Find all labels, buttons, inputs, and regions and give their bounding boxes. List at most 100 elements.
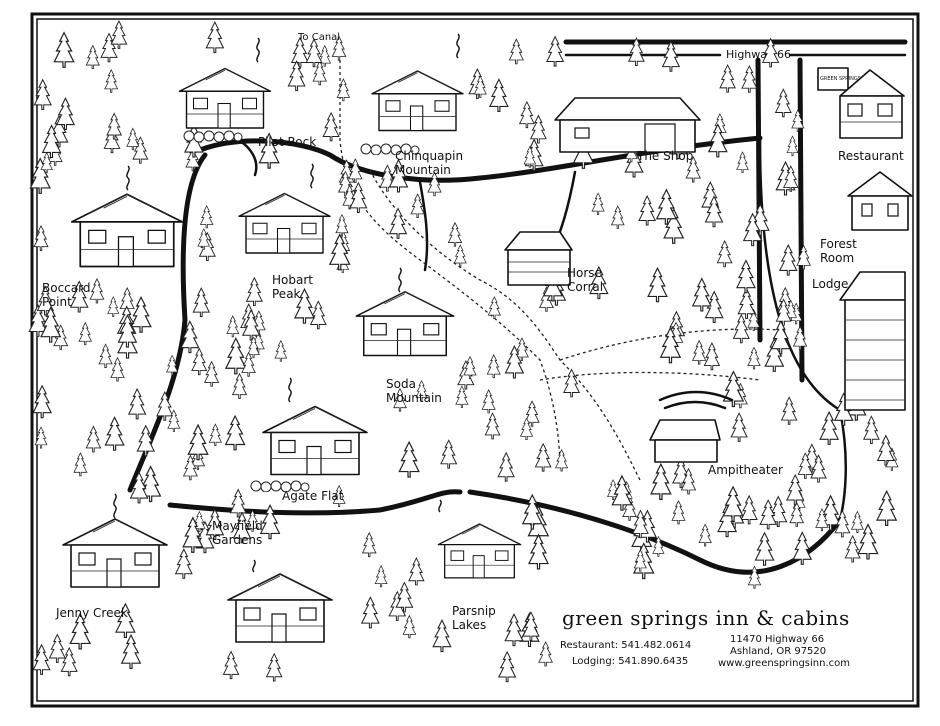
tree-icon: [191, 348, 208, 376]
tree-icon: [528, 534, 549, 570]
label-soda-mountain-line-2: Mountain: [386, 391, 442, 405]
agate-flat-cabin[interactable]: [250, 377, 368, 492]
tree-icon: [793, 326, 808, 351]
label-parsnip-lakes-line-2: Lakes: [452, 618, 486, 632]
tree-icon: [481, 389, 496, 414]
tree-icon: [775, 88, 792, 118]
website: www.greenspringsinn.com: [718, 658, 850, 669]
tree-icon: [781, 396, 798, 425]
tree-icon: [78, 322, 92, 346]
tree-icon: [226, 315, 240, 338]
tree-icon: [56, 97, 75, 131]
label-hobart-peak-line-2: Peak: [272, 287, 301, 301]
tree-icon: [732, 314, 750, 344]
tree-icon: [110, 357, 125, 382]
tree-icon: [484, 412, 501, 440]
mayfield-gardens-cabin[interactable]: [227, 559, 333, 643]
label-parsnip-lakes: Parsnip: [452, 604, 496, 618]
hobart-peak-cabin[interactable]: [238, 163, 331, 254]
the-shop-building[interactable]: [554, 97, 701, 153]
tree-icon: [638, 195, 656, 226]
tree-icon: [546, 36, 564, 67]
tree-icon: [126, 127, 140, 151]
restaurant-sign: GREEN SPRINGS INN: [820, 76, 872, 82]
tree-icon: [266, 653, 283, 682]
tree-icon: [563, 368, 580, 398]
tree-icon: [204, 361, 219, 387]
tree-icon: [106, 112, 122, 140]
tree-icon: [104, 416, 125, 451]
tree-icon: [33, 225, 49, 252]
lodge-building[interactable]: [839, 271, 906, 411]
tree-icon: [408, 557, 425, 586]
boccard-point-cabin[interactable]: [70, 165, 184, 268]
label-amphitheater: Ampitheater: [708, 463, 783, 477]
tree-icon: [819, 411, 839, 445]
lodging-phone: Lodging: 541.890.6435: [572, 656, 688, 667]
tree-icon: [361, 596, 380, 629]
map-title: green springs inn & cabins: [562, 606, 850, 630]
tree-icon: [857, 523, 879, 560]
label-lodge: Lodge: [812, 277, 848, 291]
tree-icon: [737, 288, 756, 319]
tree-icon: [53, 32, 75, 68]
tree-icon: [489, 78, 509, 112]
restaurant-building[interactable]: GREEN SPRINGS INN: [817, 67, 905, 139]
tree-icon: [863, 415, 880, 445]
tree-icon: [73, 452, 88, 477]
tree-icon: [222, 651, 240, 680]
label-mayfield-gardens-line-2: Gardens: [212, 533, 262, 547]
tree-icon: [538, 641, 553, 667]
restaurant-phone: Restaurant: 541.482.0614: [560, 640, 691, 651]
tree-icon: [336, 78, 350, 102]
amphitheater-structure[interactable]: [649, 390, 734, 463]
tree-icon: [205, 21, 224, 54]
tree-icon: [305, 38, 323, 68]
tree-icon: [48, 634, 66, 663]
tree-icon: [60, 647, 78, 677]
tree-icon: [522, 611, 540, 642]
pilot-rock-cabin[interactable]: [178, 37, 272, 142]
tree-icon: [786, 135, 799, 157]
tree-icon: [349, 182, 368, 214]
tree-icon: [877, 435, 895, 466]
horse-corral-structure[interactable]: [504, 231, 573, 286]
tree-icon: [208, 423, 222, 447]
tree-icon: [197, 228, 210, 250]
chinquapin-mountain-cabin[interactable]: [360, 33, 464, 155]
label-the-shop: The Shop: [636, 149, 693, 163]
tree-icon: [398, 441, 420, 478]
tree-icon: [534, 443, 552, 472]
map-inner-border: [36, 18, 914, 702]
label-pilot-rock: Pilot Rock: [258, 135, 316, 149]
tree-icon: [175, 548, 193, 579]
label-horse-corral: Horse: [567, 266, 602, 280]
tree-icon: [692, 278, 712, 312]
tree-icon: [487, 296, 501, 319]
tree-icon: [225, 337, 247, 375]
tree-icon: [779, 244, 798, 276]
tree-icon: [107, 296, 120, 318]
tree-icon: [85, 425, 102, 453]
tree-icon: [187, 424, 209, 461]
forest-room-building[interactable]: [847, 171, 913, 231]
tree-icon: [229, 489, 247, 518]
label-chinquapin-mountain-line-2: Mountain: [395, 163, 451, 177]
tree-icon: [770, 320, 791, 355]
tree-icon: [736, 151, 749, 174]
tree-icon: [486, 354, 501, 379]
tree-icon: [362, 532, 377, 558]
label-boccard-point: Boccard: [42, 281, 90, 295]
tree-icon: [110, 20, 128, 49]
label-restaurant: Restaurant: [838, 149, 904, 163]
tree-icon: [432, 619, 452, 653]
jenny-creek-cabin[interactable]: [62, 493, 168, 588]
tree-icon: [246, 277, 263, 307]
tree-icon: [786, 474, 805, 506]
parsnip-lakes-cabin[interactable]: [437, 499, 522, 579]
tree-icon: [40, 307, 62, 343]
to-canal-label: To Canal: [297, 32, 340, 43]
tree-icon: [32, 385, 52, 419]
soda-mountain-cabin[interactable]: [355, 267, 455, 357]
tree-icon: [647, 267, 668, 303]
